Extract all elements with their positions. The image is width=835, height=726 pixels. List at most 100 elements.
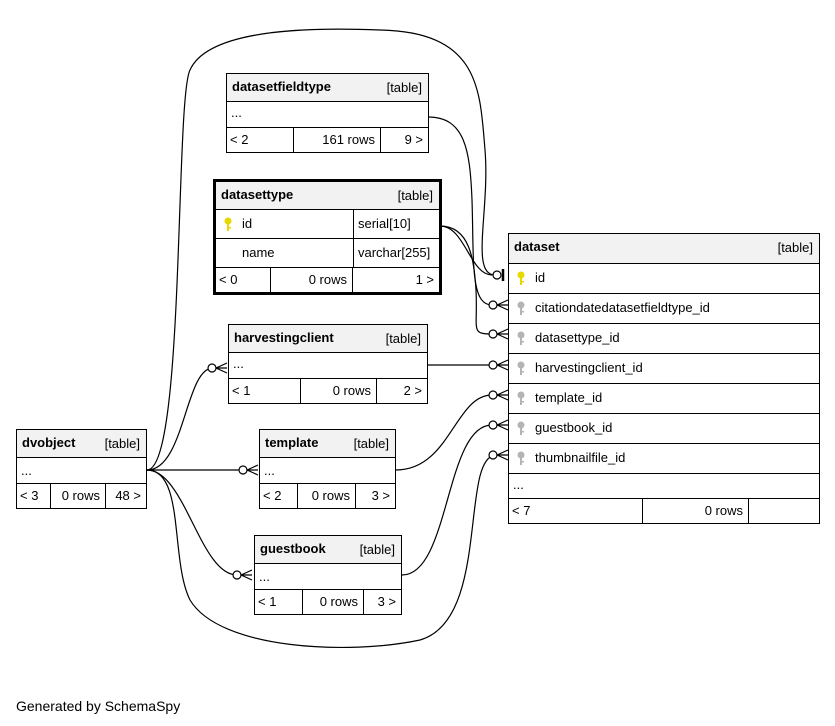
parents-count: < 7 (512, 503, 531, 518)
table-header: datasetfieldtype [table] (227, 74, 428, 102)
generated-by-credit: Generated by SchemaSpy (16, 698, 181, 714)
column-name: harvestingclient_id (535, 360, 643, 375)
table-type-label: [table] (385, 331, 421, 346)
column-row-thumbnailfile-id[interactable]: thumbnailfile_id (509, 444, 819, 474)
column-name: guestbook_id (535, 420, 613, 435)
parents-count: < 3 (20, 488, 39, 503)
children-count: 1 > (415, 272, 434, 287)
ellipsis-row: ... (17, 458, 146, 484)
table-type-label: [table] (386, 80, 422, 95)
ellipsis-row: ... (509, 474, 819, 499)
table-dvobject[interactable]: dvobject [table] ... < 3 0 rows 48 > (16, 429, 147, 509)
table-name: template (265, 435, 319, 450)
table-footer: < 2 0 rows 3 > (260, 484, 395, 508)
table-footer: < 2 161 rows 9 > (227, 128, 428, 152)
table-footer: < 3 0 rows 48 > (17, 484, 146, 508)
edge-dvobject-thumbnailfile (146, 454, 496, 649)
table-type-label: [table] (777, 240, 813, 255)
column-name: datasettype_id (535, 330, 620, 345)
marker-dataset-template (488, 390, 498, 400)
parents-count: < 2 (263, 488, 282, 503)
primary-key-icon (517, 271, 525, 285)
row-count: 0 rows (308, 272, 347, 287)
ellipsis-row: ... (260, 458, 395, 484)
children-count: 2 > (403, 383, 422, 398)
ellipsis-row: ... (227, 102, 428, 128)
children-count: 3 > (371, 488, 390, 503)
column-row-template-id[interactable]: template_id (509, 384, 819, 414)
table-name: datasetfieldtype (232, 79, 331, 94)
table-header: harvestingclient [table] (229, 325, 427, 353)
marker-template (238, 465, 248, 475)
children-count: 9 > (404, 132, 423, 147)
column-name: name (242, 245, 275, 260)
foreign-key-icon (517, 421, 525, 435)
foreign-key-icon (517, 361, 525, 375)
table-name: harvestingclient (234, 330, 334, 345)
parents-count: < 1 (258, 594, 277, 609)
children-count: 48 > (115, 488, 141, 503)
row-count: 0 rows (311, 488, 350, 503)
ellipsis-row: ... (255, 564, 401, 590)
foreign-key-icon (517, 301, 525, 315)
table-name: guestbook (260, 541, 326, 556)
row-count: 0 rows (319, 594, 358, 609)
row-count: 0 rows (704, 503, 743, 518)
table-header: template [table] (260, 430, 395, 458)
table-name: datasettype (221, 187, 294, 202)
table-header: dvobject [table] (17, 430, 146, 458)
column-name: thumbnailfile_id (535, 450, 626, 465)
table-name: dvobject (22, 435, 76, 450)
column-row-citationdatedatasetfieldtype-id[interactable]: citationdatedatasetfieldtype_id (509, 294, 819, 324)
table-type-label: [table] (397, 188, 433, 203)
table-datasettype[interactable]: datasettype [table] id serial[10] name v… (213, 179, 442, 295)
table-type-label: [table] (353, 436, 389, 451)
marker-harvestingclient (207, 363, 217, 373)
edge-dvobject-dataset-id (146, 28, 496, 471)
table-header: dataset [table] (509, 234, 819, 264)
column-row-guestbook-id[interactable]: guestbook_id (509, 414, 819, 444)
table-name: dataset (514, 239, 560, 254)
edge-template (395, 394, 493, 471)
parents-count: < 1 (232, 383, 251, 398)
column-name: citationdatedatasetfieldtype_id (535, 300, 710, 315)
table-datasetfieldtype[interactable]: datasetfieldtype [table] ... < 2 161 row… (226, 73, 429, 153)
marker-dataset-id (492, 270, 502, 280)
foreign-key-icon (517, 451, 525, 465)
table-footer: < 1 0 rows 3 > (255, 590, 401, 614)
parents-count: < 2 (230, 132, 249, 147)
marker-dataset-thumbnail (488, 450, 498, 460)
edge-guestbook (401, 424, 493, 576)
table-guestbook[interactable]: guestbook [table] ... < 1 0 rows 3 > (254, 535, 402, 615)
table-type-label: [table] (104, 436, 140, 451)
children-count: 3 > (377, 594, 396, 609)
column-row-id[interactable]: id (509, 264, 819, 294)
column-row-datasettype-id[interactable]: datasettype_id (509, 324, 819, 354)
column-type: serial[10] (353, 210, 411, 238)
table-dataset[interactable]: dataset [table] id citationdatedatasetfi… (508, 233, 820, 524)
foreign-key-icon (517, 331, 525, 345)
column-row-harvestingclient-id[interactable]: harvestingclient_id (509, 354, 819, 384)
column-row-name[interactable]: name varchar[255] (216, 239, 439, 268)
table-template[interactable]: template [table] ... < 2 0 rows 3 > (259, 429, 396, 509)
column-row-id[interactable]: id serial[10] (216, 210, 439, 239)
edge-datasettype-dataset-id (439, 225, 493, 276)
edge-dvobject-harvestingclient (146, 367, 214, 471)
row-count: 0 rows (61, 488, 100, 503)
row-count: 161 rows (322, 132, 375, 147)
marker-dataset-datasettype (488, 329, 498, 339)
row-count: 0 rows (332, 383, 371, 398)
table-header: guestbook [table] (255, 536, 401, 564)
primary-key-icon (224, 217, 232, 231)
table-footer: < 0 0 rows 1 > (216, 268, 439, 292)
marker-dataset-guestbook (488, 420, 498, 430)
edge-datasetfieldtype-citation (427, 116, 493, 306)
table-type-label: [table] (359, 542, 395, 557)
marker-dataset-citation (488, 300, 498, 310)
edge-dvobject-guestbook (146, 469, 238, 576)
table-footer: < 1 0 rows 2 > (229, 379, 427, 403)
parents-count: < 0 (219, 272, 238, 287)
table-footer: < 7 0 rows (509, 499, 819, 523)
table-harvestingclient[interactable]: harvestingclient [table] ... < 1 0 rows … (228, 324, 428, 404)
